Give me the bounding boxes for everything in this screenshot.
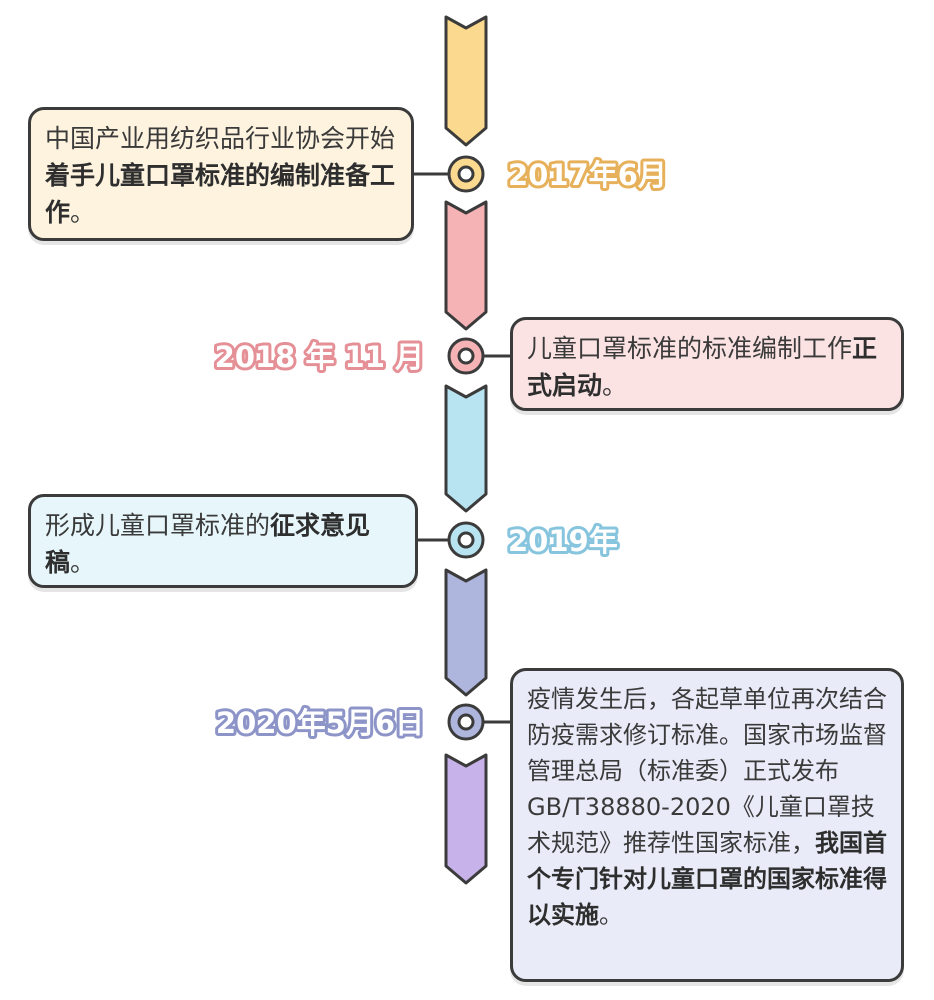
timeline-arrows — [444, 15, 488, 885]
event-text-bold: 着手儿童口罩标准的编制准备工作 — [45, 161, 396, 227]
milestone-dot-1 — [447, 155, 485, 193]
event-text-normal: 中国产业用纺织品行业协会开始 — [45, 124, 396, 153]
arrow-segment-5 — [444, 753, 488, 885]
event-card-2019: 形成儿童口罩标准的征求意见稿。 — [28, 494, 418, 588]
event-card-2017: 中国产业用纺织品行业协会开始着手儿童口罩标准的编制准备工作。 — [28, 107, 414, 241]
event-text-normal: 儿童口罩标准的标准编制工作 — [527, 334, 853, 363]
date-label-2: 2018 年 11 月 — [215, 340, 424, 374]
connectors — [412, 172, 512, 724]
event-text-bold: 正式启动 — [527, 334, 878, 400]
event-text-normal: 形成儿童口罩标准的 — [45, 511, 271, 540]
date-label-4: 2020年5月6日 — [216, 706, 424, 740]
event-card-2020: 疫情发生后，各起草单位再次结合防疫需求修订标准。国家市场监督管理总局（标准委）正… — [510, 668, 904, 982]
event-text-bold: 征求意见稿 — [45, 511, 371, 577]
arrow-segment-3 — [444, 384, 488, 513]
milestone-dot-2 — [447, 337, 485, 375]
milestone-dot-3 — [447, 521, 485, 559]
date-label-1: 2017年6月 — [508, 158, 667, 192]
event-card-2018: 儿童口罩标准的标准编制工作正式启动。 — [510, 317, 904, 411]
event-text-bold: 我国首个专门针对儿童口罩的国家标准得以实施 — [527, 829, 887, 929]
milestone-markers — [447, 155, 485, 741]
arrow-segment-1 — [444, 15, 488, 147]
arrow-segment-4 — [444, 568, 488, 697]
arrow-segment-2 — [444, 200, 488, 331]
date-labels: 2017年6月 2018 年 11 月 2019年 2020年5月6日 — [212, 155, 670, 743]
milestone-dot-4 — [447, 703, 485, 741]
date-label-3: 2019年 — [508, 524, 618, 558]
event-text-normal: 疫情发生后，各起草单位再次结合防疫需求修订标准。国家市场监督管理总局（标准委）正… — [527, 685, 887, 857]
